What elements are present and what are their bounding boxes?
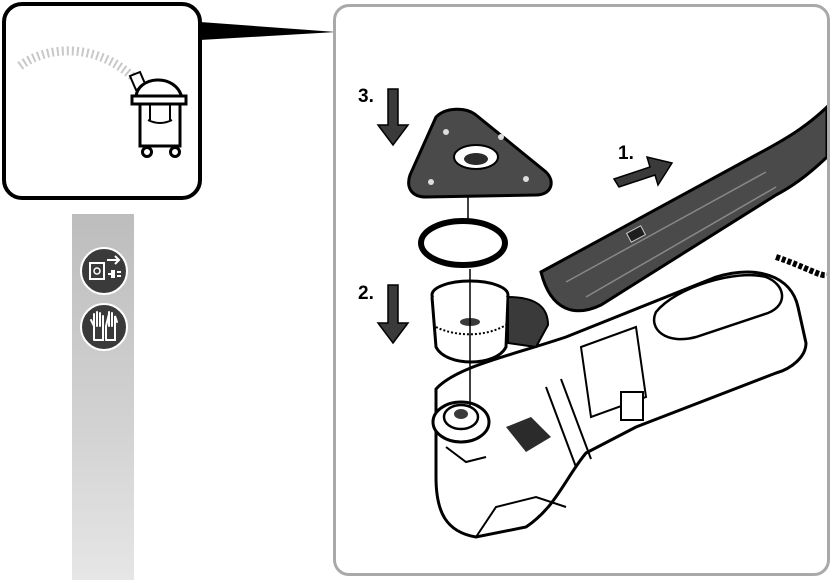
assembly-illustration-panel (333, 4, 830, 576)
arrow-step-3 (378, 89, 408, 145)
step-2-label: 2. (358, 283, 374, 305)
step-1-label: 1. (618, 143, 634, 165)
assembly-illustration (336, 7, 827, 573)
step-3-label: 3. (358, 86, 374, 108)
wear-gloves-icon (79, 302, 129, 352)
dust-extractor-inset (2, 2, 202, 200)
dust-extractor-icon (6, 6, 198, 196)
dust-extraction-adapter (541, 107, 827, 311)
sealing-ring (421, 221, 505, 265)
arrow-step-2 (378, 285, 408, 343)
unplug-before-service-icon (79, 246, 129, 296)
